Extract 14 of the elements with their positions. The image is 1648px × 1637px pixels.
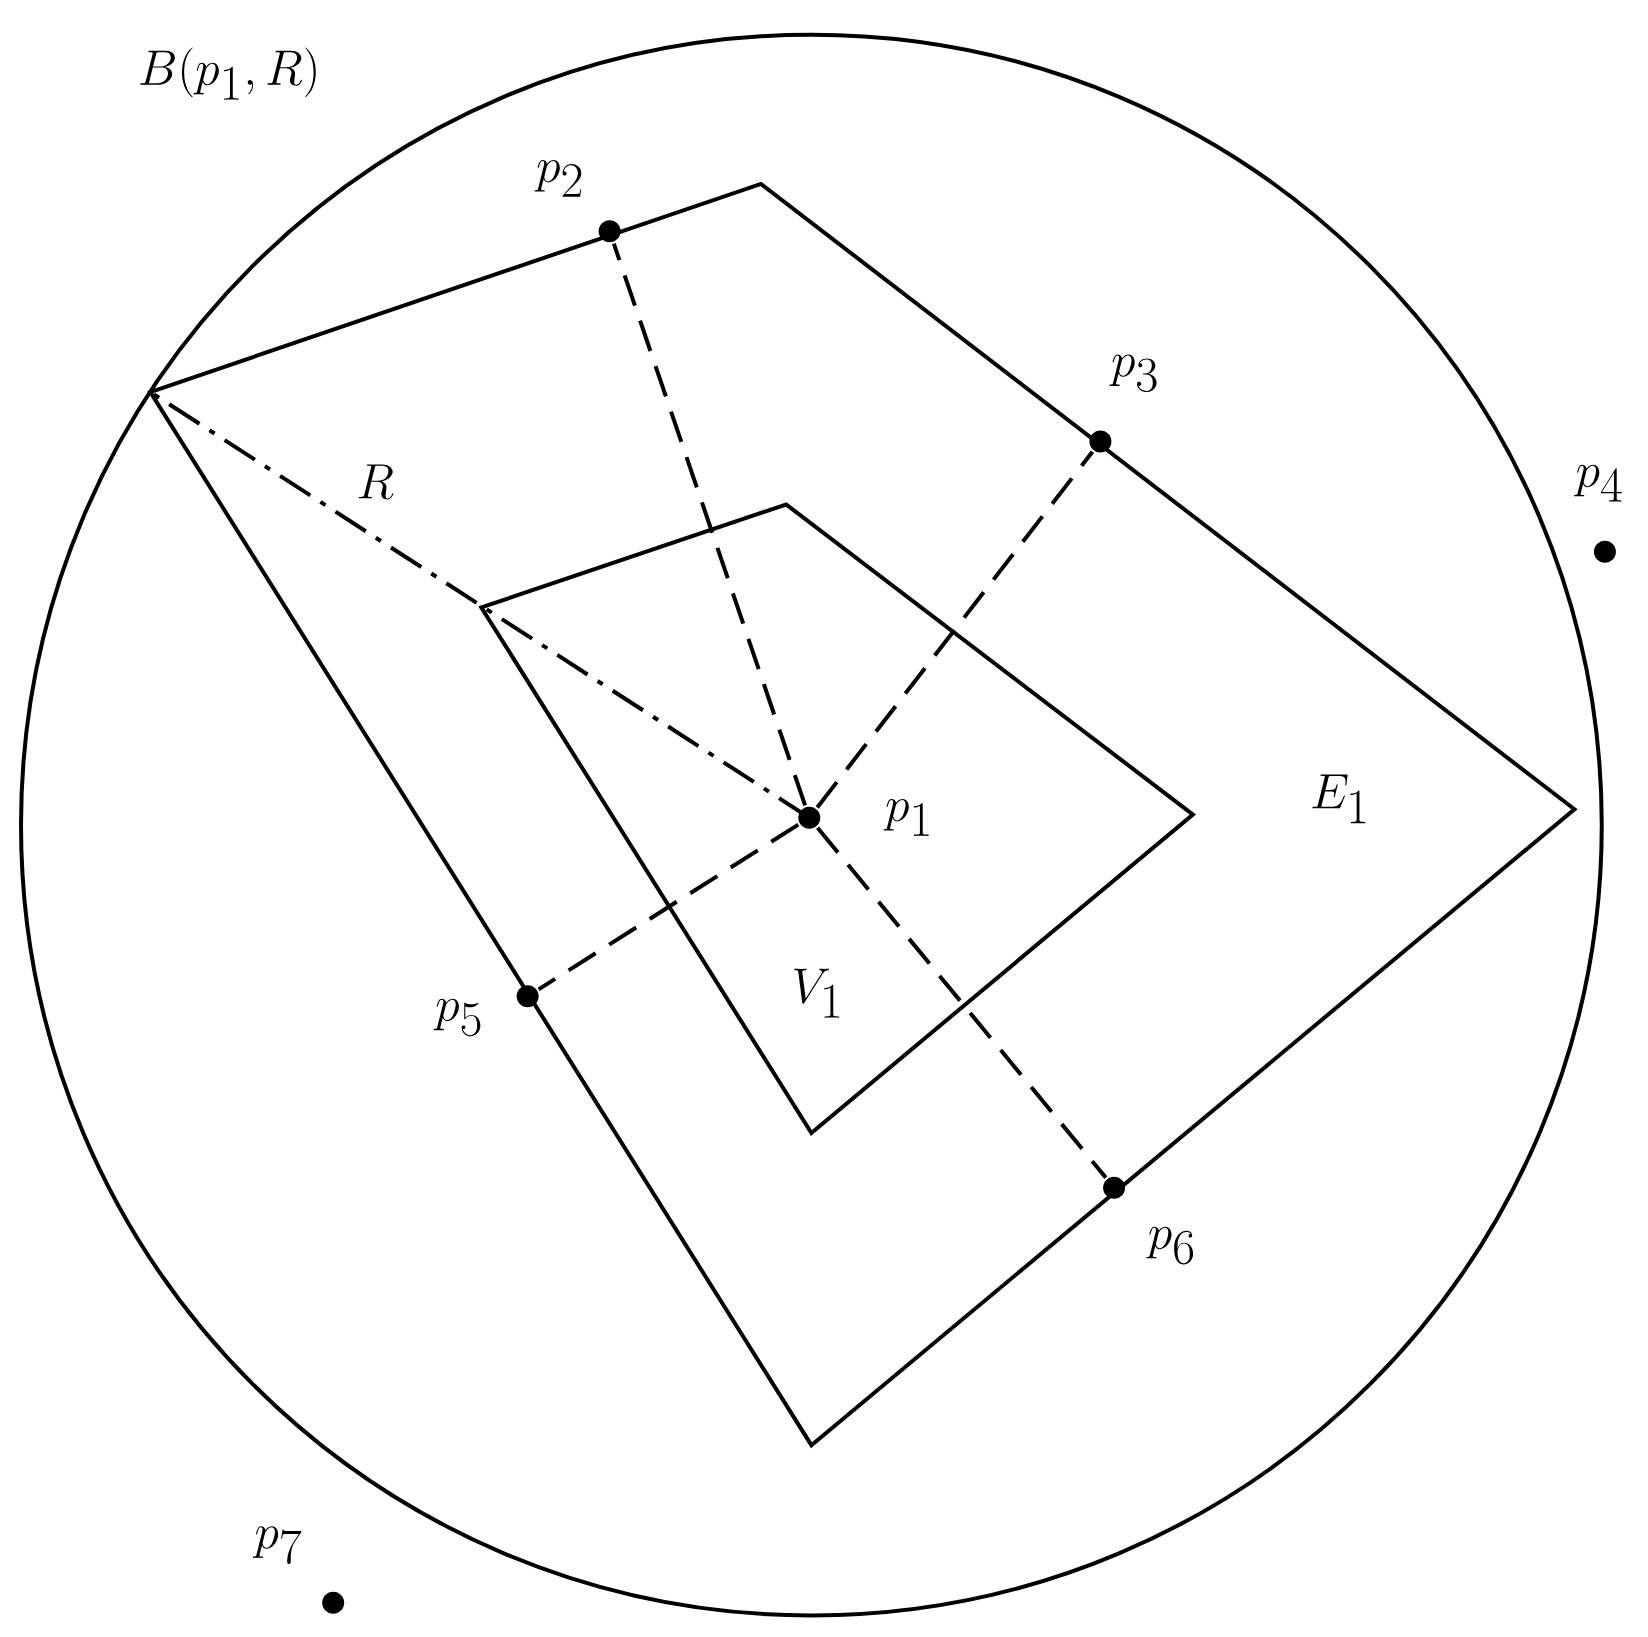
labeled-point: $p_3$ bbox=[1089, 354, 1157, 453]
dashed-line bbox=[611, 242, 807, 807]
node-label: $p_7$ bbox=[252, 1526, 302, 1564]
labeled-point: $p_6$ bbox=[1103, 1176, 1194, 1265]
dashed-line bbox=[816, 826, 1108, 1179]
labeled-point: $p_1$ bbox=[798, 799, 929, 836]
dashed-line bbox=[815, 450, 1095, 809]
node-label: $p_6$ bbox=[1146, 1226, 1194, 1265]
labeled-point: $p_7$ bbox=[252, 1526, 345, 1614]
node-label: $p_5$ bbox=[433, 998, 481, 1037]
radius-label: $R$ bbox=[358, 464, 394, 500]
node-label: $p_3$ bbox=[1109, 354, 1157, 393]
dashed-line bbox=[537, 822, 800, 992]
node-label: $p_1$ bbox=[883, 799, 929, 836]
